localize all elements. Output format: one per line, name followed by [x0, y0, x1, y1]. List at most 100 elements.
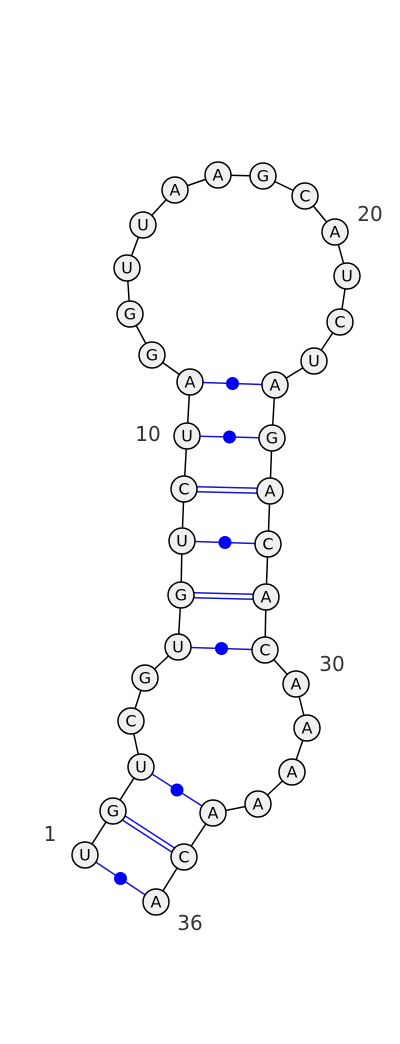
nucleotide-circle: [168, 527, 196, 555]
nucleotide: A: [252, 583, 280, 611]
nucleotide-letter: A: [291, 675, 302, 694]
nucleotide-circle: [117, 707, 145, 735]
nucleotide: A: [293, 714, 321, 742]
pair-line: [122, 819, 173, 853]
nucleotide-circle: [261, 371, 289, 399]
basepair-canonical: [196, 486, 258, 494]
pair-line: [196, 491, 257, 494]
nucleotide-letter: A: [170, 181, 181, 200]
nucleotide: U: [113, 254, 141, 282]
nucleotide: U: [333, 262, 361, 290]
nucleotide-circle: [129, 211, 157, 239]
nucleotide-letter: A: [208, 804, 219, 823]
nucleotide-circle: [204, 161, 232, 189]
nucleotide-circle: [293, 714, 321, 742]
nucleotide-letter: G: [175, 586, 187, 605]
nucleotide-letter: C: [178, 848, 189, 867]
nucleotide-circle: [244, 790, 272, 818]
pair-line: [194, 592, 254, 595]
basepair-canonical: [193, 592, 254, 600]
nucleotide-letter: A: [330, 223, 341, 242]
nucleotide: U: [164, 633, 192, 661]
nucleotide-circle: [252, 583, 280, 611]
nucleotide-circle: [291, 182, 319, 210]
nucleotide: U: [168, 527, 196, 555]
nucleotide-letter: U: [121, 259, 133, 278]
nucleotide-circle: [142, 888, 170, 916]
index-label: 20: [357, 202, 382, 226]
nucleotide-letter: U: [181, 427, 193, 446]
nucleotide-circle: [164, 633, 192, 661]
nucleotide: U: [300, 347, 328, 375]
nucleotide-letter: G: [124, 305, 136, 324]
nucleotide: A: [256, 477, 284, 505]
index-label: 1: [44, 822, 57, 846]
nucleotide: G: [131, 664, 159, 692]
nucleotide-circle: [131, 664, 159, 692]
nucleotide: G: [99, 797, 127, 825]
nucleotide-letter: C: [259, 641, 270, 660]
nucleotide: G: [116, 300, 144, 328]
nucleotide: A: [278, 758, 306, 786]
nucleotide-circle: [258, 424, 286, 452]
wobble-dot: [170, 783, 184, 797]
nucleotide-letter: U: [135, 758, 147, 777]
nucleotide: C: [291, 182, 319, 210]
nucleotide-circle: [333, 262, 361, 290]
nucleotide: A: [321, 218, 349, 246]
pair-line: [124, 815, 175, 849]
index-label: 30: [319, 652, 344, 676]
basepair-wobble: [190, 642, 253, 655]
nucleotide: U: [129, 211, 157, 239]
nucleotide: A: [261, 371, 289, 399]
index-label: 10: [135, 422, 160, 446]
nucleotide-letter: U: [79, 846, 91, 865]
nucleotide-letter: A: [185, 373, 196, 392]
nucleotide-letter: A: [302, 719, 313, 738]
nucleotide: A: [282, 670, 310, 698]
nucleotide: U: [127, 753, 155, 781]
nucleotide: A: [142, 888, 170, 916]
nucleotide-letter: U: [137, 216, 149, 235]
nucleotide-letter: A: [265, 482, 276, 501]
nucleotide: C: [170, 843, 198, 871]
backbone-layer: [84, 174, 348, 903]
nucleotide-circle: [173, 422, 201, 450]
nucleotide: C: [326, 308, 354, 336]
nucleotide-letter: A: [261, 588, 272, 607]
nucleotide-circle: [161, 176, 189, 204]
nucleotide-letter: A: [270, 376, 281, 395]
nucleotide-letter: G: [266, 429, 278, 448]
nucleotide-circle: [326, 308, 354, 336]
nucleotide: C: [254, 530, 282, 558]
pair-line: [197, 486, 258, 489]
nucleotide-circle: [170, 843, 198, 871]
nucleotide-letter: C: [334, 313, 345, 332]
nucleotide-circle: [249, 162, 277, 190]
nucleotide-letter: G: [146, 346, 158, 365]
nucleotide-letter: A: [287, 763, 298, 782]
nucleotide-letter: G: [257, 167, 269, 186]
nucleotide-circle: [256, 477, 284, 505]
nucleotide: A: [161, 176, 189, 204]
nucleotide-circle: [116, 300, 144, 328]
nucleotide: U: [71, 841, 99, 869]
nucleotide-letter: C: [262, 535, 273, 554]
nucleotide: A: [199, 799, 227, 827]
nucleotide-letter: U: [308, 352, 320, 371]
nucleotide: A: [176, 368, 204, 396]
nucleotide-circle: [282, 670, 310, 698]
nucleotide: G: [258, 424, 286, 452]
nucleotide: G: [249, 162, 277, 190]
nucleotide: C: [117, 707, 145, 735]
nucleotide-circle: [278, 758, 306, 786]
nucleotide-circle: [176, 368, 204, 396]
nucleotide-letter: A: [253, 795, 264, 814]
nucleotide: U: [173, 422, 201, 450]
nucleotide-letter: U: [172, 638, 184, 657]
basepair-wobble: [202, 377, 263, 390]
nucleotide-circle: [138, 341, 166, 369]
wobble-dot: [215, 642, 228, 655]
